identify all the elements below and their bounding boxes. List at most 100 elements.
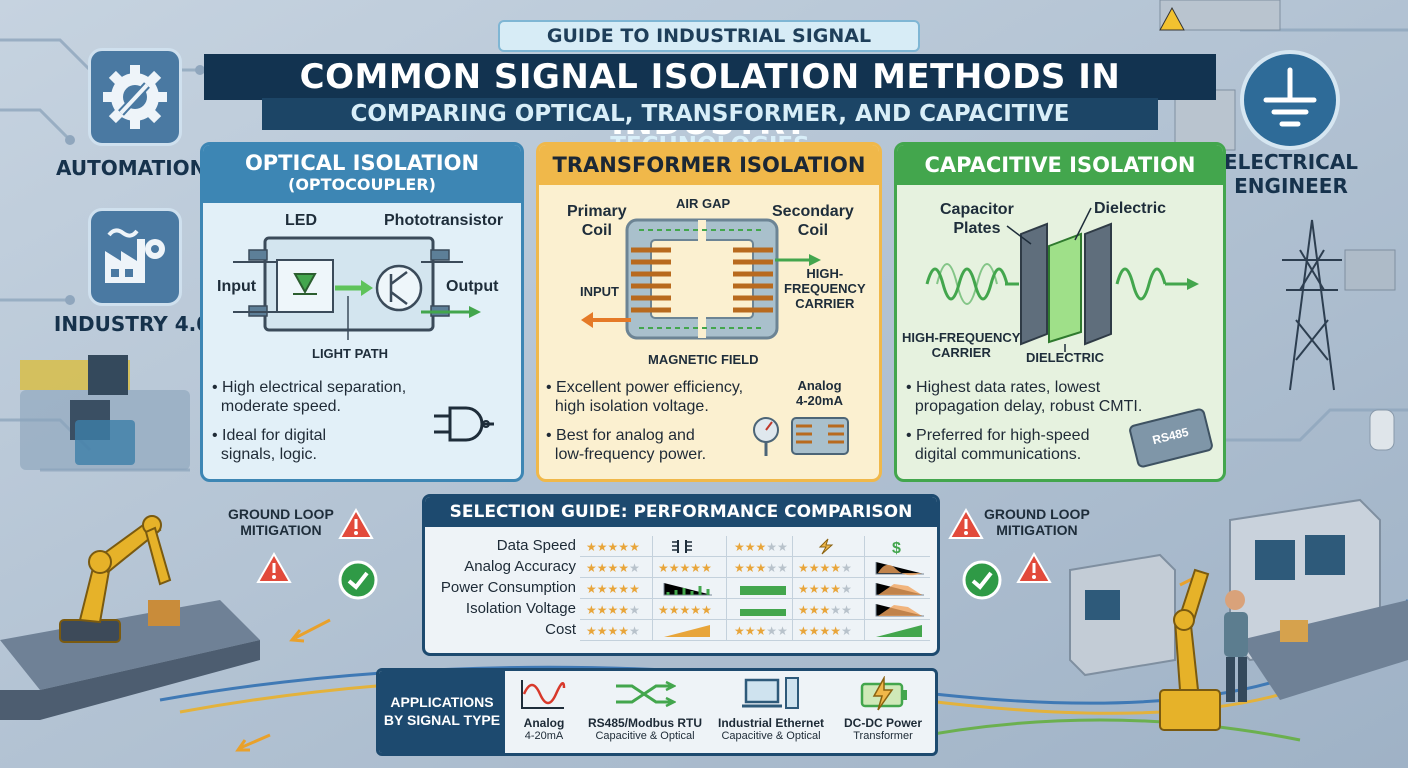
- selection-row-label: Cost: [545, 621, 576, 638]
- star-icon: ★: [798, 624, 809, 638]
- star-icon: ★: [658, 603, 669, 617]
- star-icon: ★: [798, 561, 809, 575]
- star-icon: ★: [819, 561, 831, 575]
- star-icon: ★: [629, 561, 640, 575]
- star-icon: ★: [841, 582, 852, 596]
- guide-pill: GUIDE TO INDUSTRIAL SIGNAL ISOLATION: [498, 20, 920, 75]
- mini-graph-barsG-icon: [740, 586, 786, 595]
- optocoupler-diagram: [233, 236, 481, 340]
- page-subtitle: COMPARING OPTICAL, TRANSFORMER, AND CAPA…: [262, 98, 1158, 159]
- mini-graph-icon: [658, 580, 724, 597]
- phototransistor-icon: [375, 264, 423, 312]
- star-icon: ★: [596, 624, 608, 638]
- app-item-dcdc: DC-DC Power Transformer: [843, 716, 922, 742]
- star-icon: ★: [819, 624, 831, 638]
- check-icon: [338, 560, 378, 600]
- mini-graph-icon: [734, 580, 800, 597]
- star-icon: ★: [618, 540, 630, 554]
- page-title: COMMON SIGNAL ISOLATION METHODS IN INDUS…: [204, 54, 1216, 143]
- mini-graph-bolt-icon: [818, 538, 834, 555]
- selection-guide-title: SELECTION GUIDE: PERFORMANCE COMPARISON: [425, 497, 937, 527]
- star-icon: ★: [618, 603, 630, 617]
- star-icon: ★: [755, 540, 767, 554]
- star-icon: ★: [808, 561, 820, 575]
- star-rating: ★★★★★: [586, 622, 652, 639]
- computer-icon: [742, 677, 799, 709]
- optical-bullets: • High electrical separation, moderate s…: [212, 378, 452, 474]
- star-icon: ★: [607, 582, 619, 596]
- svg-text:$: $: [892, 540, 901, 555]
- mini-graph-icon: $: [870, 538, 936, 557]
- mini-graph-slope-icon: [875, 583, 924, 596]
- star-icon: ★: [830, 624, 842, 638]
- star-rating: ★★★★★: [658, 601, 724, 618]
- capacitive-bullet-1: • Highest data rates, lowest propagation…: [906, 379, 1143, 415]
- star-icon: ★: [766, 540, 778, 554]
- mini-graph-decay-icon: [875, 562, 924, 576]
- selection-row-divider: [580, 556, 930, 557]
- optical-bullet-2: • Ideal for digital signals, logic.: [212, 427, 327, 463]
- star-icon: ★: [679, 561, 691, 575]
- selection-guide: SELECTION GUIDE: PERFORMANCE COMPARISON: [422, 494, 940, 656]
- star-icon: ★: [586, 603, 597, 617]
- star-rating: ★★★★★: [586, 538, 652, 555]
- industry-tile: [88, 208, 182, 306]
- star-icon: ★: [841, 603, 852, 617]
- star-rating: ★★★★★: [734, 538, 800, 555]
- selection-row-divider: [580, 577, 930, 578]
- dielectric-top-label: Dielectric: [1094, 200, 1167, 217]
- mini-graph-flat-icon: [740, 609, 786, 616]
- air-gap-label: AIR GAP: [676, 196, 731, 211]
- star-rating: ★★★★★: [798, 580, 864, 597]
- app-item-analog: Analog 4-20mA: [523, 716, 565, 742]
- optical-header: OPTICAL ISOLATION (OPTOCOUPLER): [203, 145, 521, 203]
- selection-rows: Data Speed★★★★★★★★★★$Analog Accuracy★★★★…: [424, 536, 932, 646]
- dielectric-bottom-label: DIELECTRIC: [1026, 350, 1104, 365]
- star-rating: ★★★★★: [658, 559, 724, 576]
- star-icon: ★: [766, 561, 778, 575]
- star-icon: ★: [734, 561, 745, 575]
- factory-icon: [105, 228, 165, 283]
- selection-row-divider: [580, 598, 930, 599]
- led-icon: [293, 273, 317, 295]
- star-rating: ★★★★★: [734, 559, 800, 576]
- star-icon: ★: [596, 603, 608, 617]
- logic-gate-icon: [434, 406, 494, 442]
- star-icon: ★: [734, 624, 745, 638]
- star-icon: ★: [658, 561, 669, 575]
- optical-input-label: Input: [217, 278, 257, 295]
- selection-column-divider: [792, 536, 793, 641]
- capacitive-bullets: • Highest data rates, lowest propagation…: [906, 378, 1206, 474]
- star-icon: ★: [586, 582, 597, 596]
- star-icon: ★: [819, 603, 831, 617]
- star-icon: ★: [734, 540, 745, 554]
- mini-graph-icon: [798, 538, 864, 555]
- mini-graph-icon: [870, 580, 936, 597]
- star-icon: ★: [744, 540, 756, 554]
- warning-icon: [948, 508, 984, 539]
- ground-icon: [1263, 67, 1317, 127]
- selection-row-divider: [580, 640, 930, 641]
- mini-graph-icon: [658, 538, 724, 555]
- star-icon: ★: [618, 561, 630, 575]
- transformer-bullet-1: • Excellent power efficiency, high isola…: [546, 379, 744, 415]
- mini-graph-icon: [658, 622, 724, 639]
- transformer-header: TRANSFORMER ISOLATION: [539, 145, 879, 185]
- transformer-bullet-2: • Best for analog and low-frequency powe…: [546, 427, 707, 463]
- light-path-label: LIGHT PATH: [312, 346, 389, 361]
- star-icon: ★: [744, 624, 756, 638]
- star-icon: ★: [618, 624, 630, 638]
- app-item-rs485: RS485/Modbus RTU Capacitive & Optical: [587, 716, 702, 742]
- selection-column-divider: [652, 536, 653, 641]
- star-icon: ★: [798, 603, 809, 617]
- star-icon: ★: [607, 561, 619, 575]
- star-rating: ★★★★★: [798, 559, 864, 576]
- star-icon: ★: [701, 561, 712, 575]
- star-icon: ★: [596, 561, 608, 575]
